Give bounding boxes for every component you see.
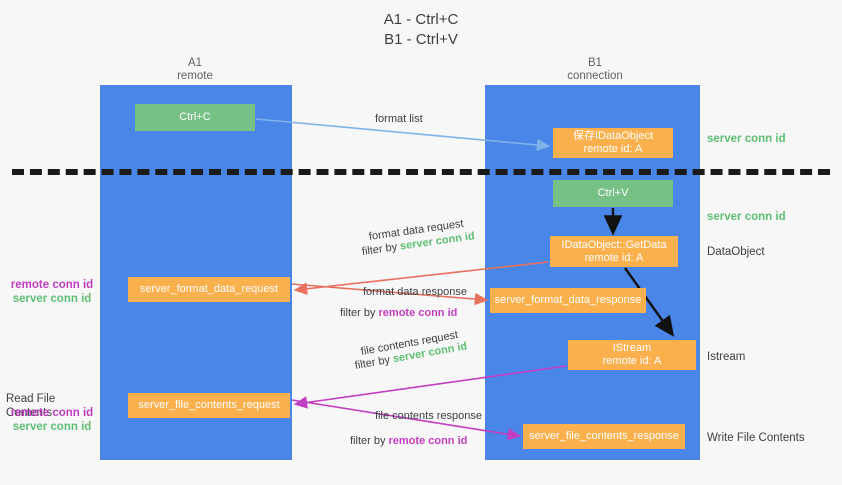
edge-label-format-data-response-text: format data response <box>363 286 467 298</box>
edge-label-format-data-response: format data response <box>363 285 467 299</box>
column-header-a1: A1 remote <box>120 57 270 83</box>
node-save-dataobject-line2: remote id: A <box>583 143 643 155</box>
edge-filter-file-contents-response: filter by remote conn id <box>350 434 467 448</box>
column-a1-name: A1 <box>187 57 203 69</box>
filter-tag-remote-conn-id: remote conn id <box>378 307 458 319</box>
node-server-file-contents-response-label: server_file_contents_response <box>529 430 679 442</box>
filter-tag-remote-conn-id: remote conn id <box>388 435 468 447</box>
filter-prefix: filter by <box>361 240 401 258</box>
node-save-dataobject-line1: 保存IDataObject <box>572 130 654 142</box>
edge-filter-format-data-response: filter by remote conn id <box>340 306 457 320</box>
node-server-format-data-request[interactable]: server_format_data_request <box>128 277 290 302</box>
node-server-format-data-response[interactable]: server_format_data_response <box>490 288 646 313</box>
edge-label-file-contents-response: file contents response <box>375 409 482 423</box>
annotation-server-conn-id-top: server conn id <box>707 133 786 145</box>
node-getdata-line2: remote id: A <box>584 251 644 264</box>
node-getdata-line1: IDataObject::GetData <box>561 238 667 251</box>
title-line-2: B1 - Ctrl+V <box>384 31 458 48</box>
node-server-format-data-response-label: server_format_data_response <box>494 294 642 306</box>
column-header-b1: B1 connection <box>520 57 670 83</box>
node-save-dataobject[interactable]: 保存IDataObject remote id: A <box>553 128 673 158</box>
node-server-format-data-request-label: server_format_data_request <box>139 283 279 295</box>
page-title: A1 - Ctrl+C B1 - Ctrl+V <box>0 10 842 50</box>
node-istream-line1: IStream <box>612 342 652 354</box>
node-server-file-contents-response[interactable]: server_file_contents_response <box>523 424 685 449</box>
edge-label-file-contents-response-text: file contents response <box>375 410 483 422</box>
node-ctrl-c-label: Ctrl+C <box>179 111 211 123</box>
phase-separator <box>12 169 830 175</box>
filter-prefix: filter by <box>350 435 389 447</box>
column-b1-name: B1 <box>587 57 603 69</box>
annotation-remote-conn-id: remote conn id <box>10 407 94 419</box>
annotation-server-conn-id: server conn id <box>12 293 92 305</box>
filter-prefix: filter by <box>340 307 379 319</box>
annotation-dataobject: DataObject <box>707 246 765 258</box>
filter-prefix: filter by <box>353 353 394 372</box>
node-server-file-contents-request[interactable]: server_file_contents_request <box>128 393 290 418</box>
title-line-1: A1 - Ctrl+C <box>383 11 459 28</box>
node-getdata[interactable]: IDataObject::GetData remote id: A <box>550 236 678 267</box>
annotation-remote-conn-id: remote conn id <box>10 279 94 291</box>
annotation-conn-ids-format: remote conn id server conn id <box>8 278 96 306</box>
annotation-server-conn-id: server conn id <box>12 421 92 433</box>
node-ctrl-v-label: Ctrl+V <box>597 187 629 199</box>
column-b1-sub: connection <box>567 70 623 82</box>
edge-label-format-list: format list <box>375 112 423 126</box>
annotation-conn-ids-file: remote conn id server conn id <box>8 406 96 434</box>
node-ctrl-c[interactable]: Ctrl+C <box>135 104 255 131</box>
node-istream[interactable]: IStream remote id: A <box>568 340 696 370</box>
annotation-server-conn-id-mid: server conn id <box>707 211 786 223</box>
column-a1-sub: remote <box>177 70 213 82</box>
node-ctrl-v[interactable]: Ctrl+V <box>553 180 673 207</box>
annotation-read-file-contents: Read File Contents <box>6 393 56 419</box>
node-server-file-contents-request-label: server_file_contents_request <box>138 399 280 411</box>
node-istream-line2: remote id: A <box>602 355 662 367</box>
annotation-istream: Istream <box>707 351 746 363</box>
annotation-write-file-contents: Write File Contents <box>707 432 805 444</box>
edge-label-format-list-text: format list <box>375 113 423 125</box>
